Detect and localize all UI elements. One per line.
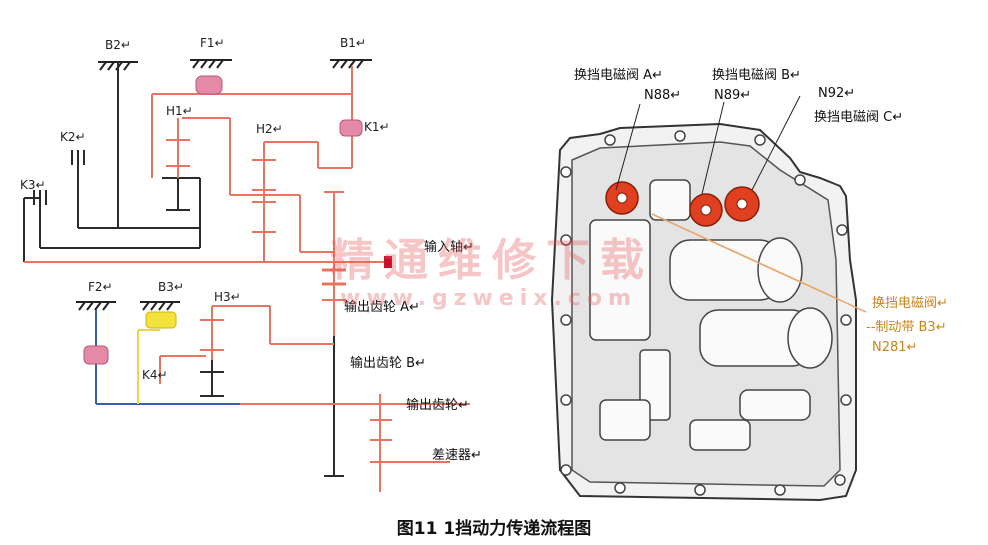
label-solenoid-c: 换挡电磁阀 C↵ [814,110,904,125]
label-b3-note-1: 换挡电磁阀↵ [872,296,948,311]
ground-hatch-f2 [76,301,116,311]
valve-internals [589,179,833,451]
label-differential: 差速器↵ [432,448,482,463]
active-power-path [24,66,470,492]
label-n89: N89↵ [714,88,752,103]
solenoid-cores [616,192,748,216]
label-b3: B3↵ [158,280,184,294]
label-k3: K3↵ [20,178,46,192]
label-h1: H1↵ [166,104,193,118]
label-output-gear-b: 输出齿轮 B↵ [350,356,426,371]
label-solenoid-b: 换挡电磁阀 B↵ [712,68,801,83]
label-output-gear: 输出齿轮↵ [406,398,469,413]
label-n281: N281↵ [872,340,918,355]
inactive-paths [23,62,344,477]
label-b3-note-2: --制动带 B3↵ [866,320,947,335]
k4-path [137,329,160,404]
label-b1: B1↵ [340,36,366,50]
label-n88: N88↵ [644,88,682,103]
output-gear-a-stack [322,268,346,286]
clutch-f1 [195,75,223,95]
figure-caption: 图11 1挡动力传递流程图 [396,519,592,539]
label-output-gear-a: 输出齿轮 A↵ [344,300,420,315]
label-n92: N92↵ [818,86,856,101]
ground-hatch-b3 [140,301,180,311]
label-h3: H3↵ [214,290,241,304]
ground-hatch-f1 [190,59,232,69]
label-input-shaft: 输入轴↵ [424,240,474,255]
clutch-f2 [83,345,109,365]
ground-hatch-b1 [330,59,372,69]
label-f1: F1↵ [200,36,225,50]
brake-b3 [145,311,177,329]
watermark-url: www.gzweix.com [340,286,637,311]
callout-line-b3 [651,213,867,313]
label-b2: B2↵ [105,38,131,52]
label-h2: H2↵ [256,122,283,136]
input-shaft-marker [384,256,392,268]
label-k2: K2↵ [60,130,86,144]
clutch-k1 [339,119,363,137]
label-k1: K1↵ [364,120,390,134]
watermark-text: 精通维修下载 [330,235,654,286]
label-k4: K4↵ [142,368,168,382]
label-solenoid-a: 换挡电磁阀 A↵ [574,68,663,83]
bolts [560,130,852,496]
callout-lines-black [615,95,801,195]
label-f2: F2↵ [88,280,113,294]
